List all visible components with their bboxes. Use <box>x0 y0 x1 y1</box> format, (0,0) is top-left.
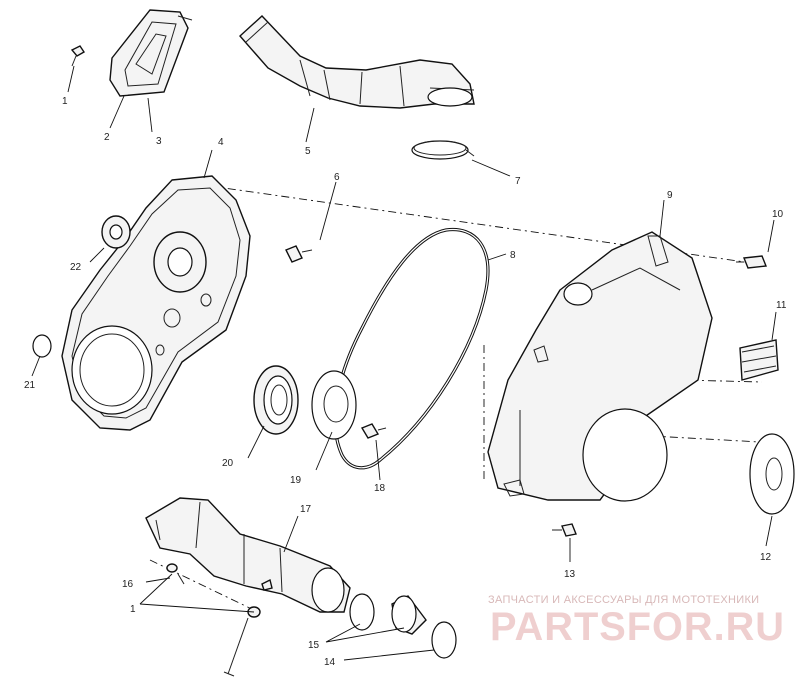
callout-20: 20 <box>222 458 234 469</box>
clamp-top-part <box>411 140 475 160</box>
callout-13: 13 <box>564 569 576 580</box>
outer-cover-part <box>487 231 713 502</box>
callout-2: 2 <box>104 132 110 143</box>
callout-8: 8 <box>510 250 516 261</box>
watermark: ЗАПЧАСТИ И АКСЕССУАРЫ ДЛЯ МОТОТЕХНИКИ PA… <box>488 594 785 649</box>
callout-1: 1 <box>62 96 68 107</box>
callout-9: 9 <box>667 190 673 201</box>
callout-4: 4 <box>218 137 224 148</box>
disc-12-part <box>749 433 795 515</box>
watermark-logo: PARTSFOR.RU <box>490 605 785 649</box>
callout-3: 3 <box>156 136 162 147</box>
intake-duct-part <box>239 15 475 109</box>
seal-20-part <box>253 365 299 435</box>
leader-lines <box>31 65 777 661</box>
watermark-tagline: ЗАПЧАСТИ И АКСЕССУАРЫ ДЛЯ МОТОТЕХНИКИ <box>488 594 759 606</box>
callout-21: 21 <box>24 380 36 391</box>
callouts: 1 2 3 4 5 6 7 8 9 10 11 12 13 14 15 16 1… <box>24 96 787 668</box>
bolt-18-part <box>360 423 387 439</box>
inner-cover-part <box>61 175 251 431</box>
screw-10-part <box>736 255 767 269</box>
clamp-lower-part <box>349 593 457 659</box>
intake-boot-part <box>109 9 193 97</box>
outlet-duct-part <box>145 497 351 613</box>
callout-15: 15 <box>308 640 320 651</box>
hardware-lower-part <box>166 563 273 677</box>
decal-11-part <box>739 339 779 381</box>
callout-10: 10 <box>772 209 784 220</box>
callout-7: 7 <box>515 176 521 187</box>
screw-13-part <box>552 523 577 537</box>
callout-17: 17 <box>300 504 312 515</box>
callout-6: 6 <box>334 172 340 183</box>
callout-22: 22 <box>70 262 82 273</box>
screw-6-part <box>285 245 313 263</box>
callout-14: 14 <box>324 657 336 668</box>
callout-1-lower: 1 <box>130 604 136 615</box>
plate-19-part <box>311 370 357 440</box>
callout-5: 5 <box>305 146 311 157</box>
grommet-22-part <box>101 215 131 249</box>
callout-19: 19 <box>290 475 302 486</box>
o-ring-21-part <box>32 334 52 358</box>
drive-belt-part <box>333 227 490 470</box>
screw-part <box>70 45 85 67</box>
callout-12: 12 <box>760 552 772 563</box>
callout-16: 16 <box>122 579 134 590</box>
callout-11: 11 <box>776 300 787 311</box>
callout-18: 18 <box>374 483 386 494</box>
